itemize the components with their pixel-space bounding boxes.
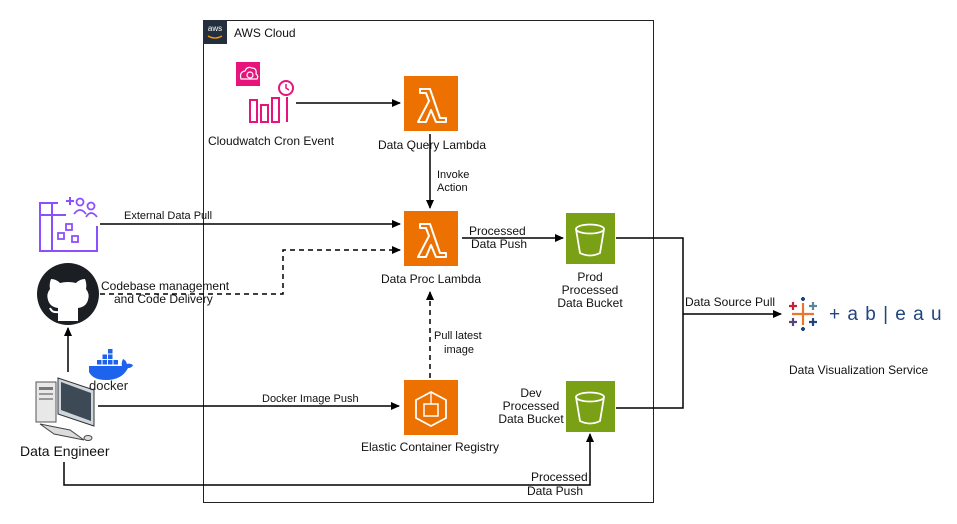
pull-latest-label-2: image	[444, 344, 474, 356]
dev-bucket-label-2: Processed	[502, 399, 560, 413]
cloudwatch-label: Cloudwatch Cron Event	[207, 134, 335, 148]
desktop-computer-icon	[35, 377, 95, 441]
query-lambda-label: Data Query Lambda	[377, 138, 487, 152]
edge-prod-to-tableau	[616, 237, 684, 314]
dev-bucket-label-3: Data Bucket	[498, 412, 564, 426]
query-lambda-icon	[404, 76, 458, 131]
docker-icon	[89, 349, 133, 380]
aws-logo-icon: aws	[203, 20, 227, 44]
edge-github-to-proc	[100, 246, 401, 295]
cloudwatch-icon	[236, 62, 294, 123]
dev-bucket-icon	[566, 381, 615, 432]
processed-push-label-2: Data Push	[471, 237, 528, 251]
codebase-label-1: Codebase management	[101, 279, 230, 293]
data-source-pull-label: Data Source Pull	[685, 295, 776, 309]
ecr-label: Elastic Container Registry	[360, 440, 500, 454]
dev-bucket-label-1: Dev	[520, 386, 542, 400]
engineer-label: Data Engineer	[20, 443, 110, 459]
tableau-wordmark: + a b | e a u	[829, 304, 943, 325]
proc-lambda-icon	[404, 211, 458, 266]
svg-text:aws: aws	[208, 24, 222, 33]
external-pull-label: External Data Pull	[124, 210, 213, 222]
invoke-label-2: Action	[437, 182, 468, 194]
external-source-icon	[39, 197, 98, 252]
prod-bucket-label-3: Data Bucket	[557, 296, 623, 310]
prod-bucket-label-1: Prod	[577, 270, 603, 284]
prod-bucket-icon	[566, 213, 615, 264]
aws-cloud-group	[203, 20, 654, 503]
ecr-icon	[404, 380, 458, 435]
processed-push-label-1: Processed	[469, 224, 526, 238]
edge-engineer-to-dev	[63, 433, 594, 486]
codebase-label-2: and Code Delivery	[114, 292, 213, 306]
pull-latest-label-1: Pull latest	[434, 330, 482, 342]
proc-lambda-label: Data Proc Lambda	[380, 272, 482, 286]
tableau-icon	[789, 297, 817, 331]
docker-push-label: Docker Image Push	[262, 393, 359, 405]
docker-wordmark: docker	[89, 378, 129, 393]
invoke-label-1: Invoke	[437, 169, 470, 181]
tableau-label: Data Visualization Service	[789, 363, 929, 377]
aws-cloud-title: AWS Cloud	[234, 26, 296, 40]
prod-bucket-label-2: Processed	[561, 283, 619, 297]
github-icon	[37, 263, 99, 325]
edge-dev-to-tableau	[616, 314, 684, 409]
bottom-push-label-2: Data Push	[527, 484, 584, 498]
bottom-push-label-1: Processed	[531, 470, 588, 484]
